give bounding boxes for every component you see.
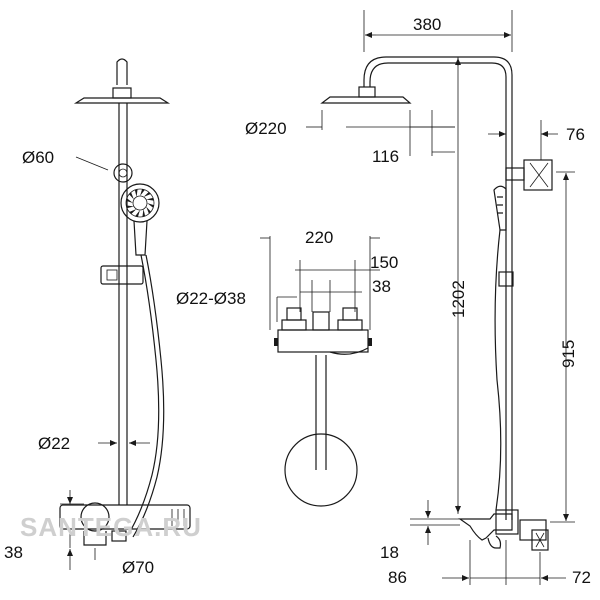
dim-d60: Ø60 (22, 148, 54, 167)
front-view-shower-column (59, 58, 191, 546)
dim-width-150: 150 (370, 253, 398, 272)
dim-height-1202: 1202 (449, 280, 468, 318)
dim-width-38: 38 (372, 277, 391, 296)
watermark: SANTEGA.RU (20, 512, 202, 542)
dim-bottom-72: 72 (572, 568, 591, 587)
dim-width-220: 220 (305, 228, 333, 247)
side-view-shower-column (320, 56, 553, 551)
dim-height-915: 915 (559, 340, 578, 368)
mixer-top-view (274, 307, 372, 507)
dim-d22: Ø22 (38, 434, 70, 453)
dim-d70: Ø70 (122, 558, 154, 577)
dim-left-38: 38 (4, 543, 23, 562)
dim-d220: Ø220 (245, 119, 287, 138)
front-view-dimensions (60, 156, 150, 570)
dim-right-76: 76 (566, 125, 585, 144)
mixer-top-dimensions (260, 236, 380, 330)
side-view-dimensions (306, 10, 575, 585)
dim-18: 18 (380, 543, 399, 562)
hand-shower (120, 183, 160, 256)
dim-d22-d38: Ø22-Ø38 (176, 289, 246, 308)
dim-116: 116 (372, 147, 399, 166)
thermostatic-mixer-front (59, 502, 191, 546)
dim-top-380: 380 (413, 15, 441, 34)
dim-bottom-86: 86 (388, 568, 407, 587)
